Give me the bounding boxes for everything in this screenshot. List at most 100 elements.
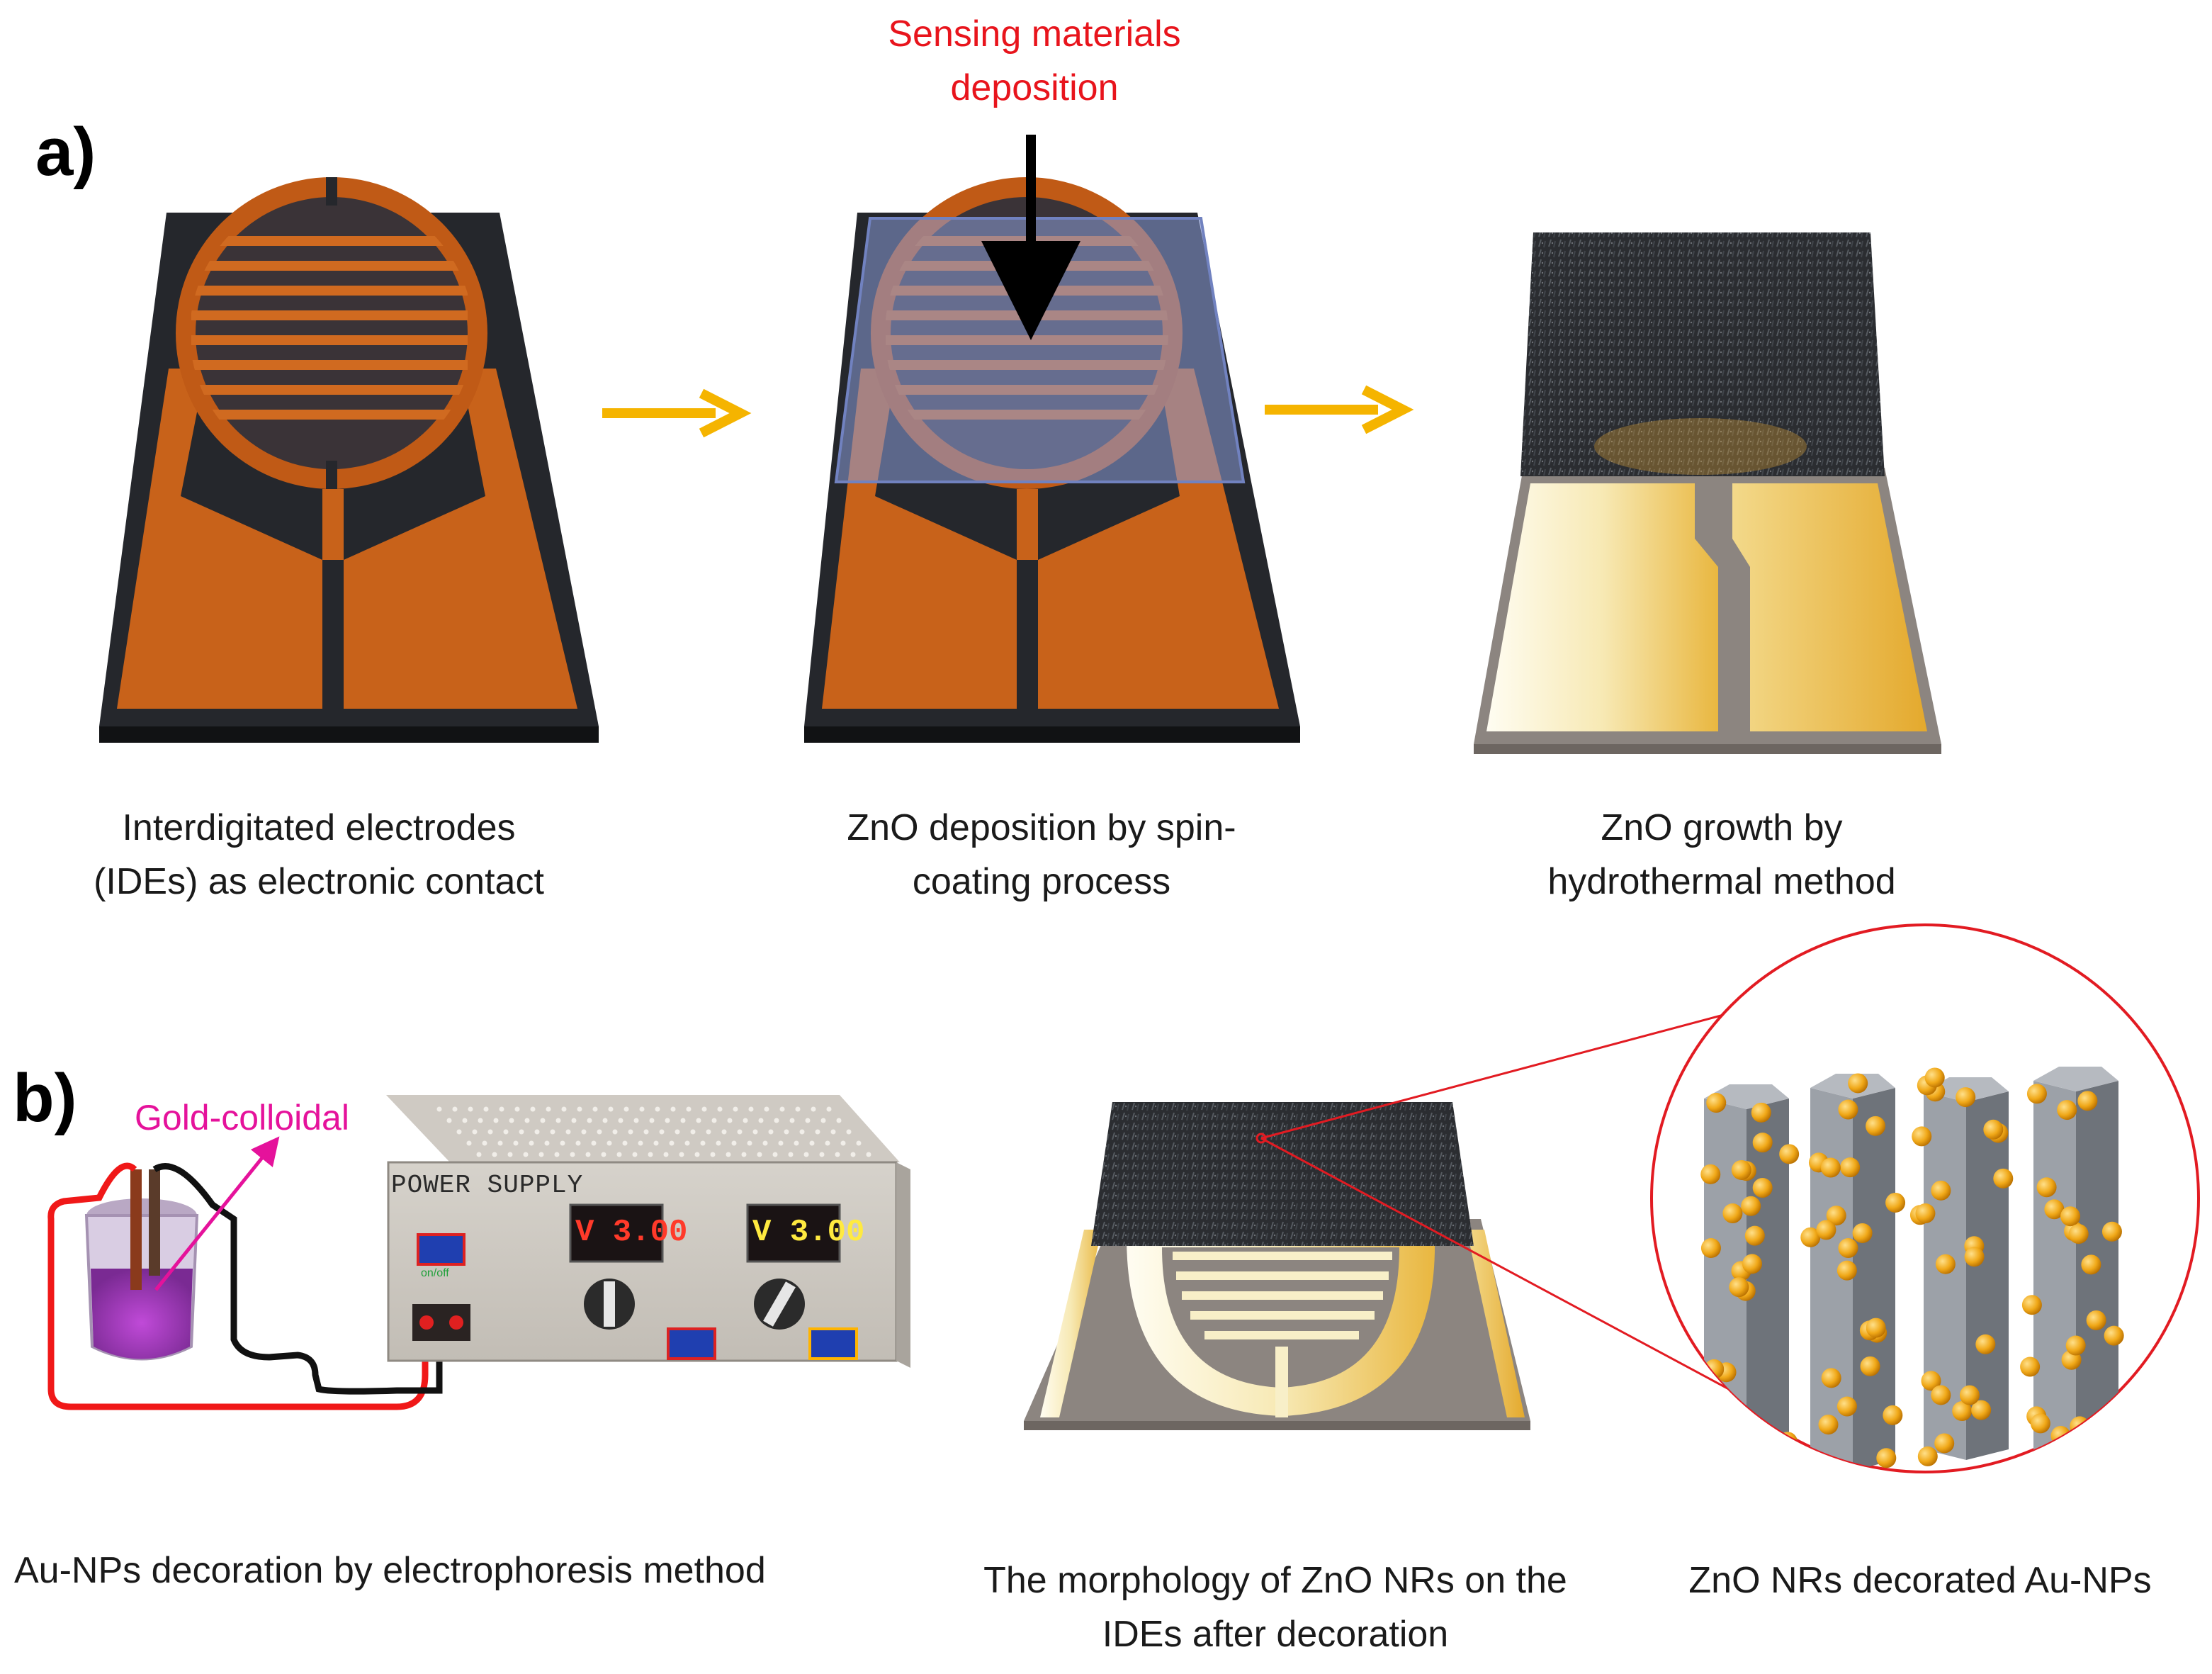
vent-hole (733, 1106, 738, 1112)
vent-hole (779, 1106, 785, 1112)
gold-nanoparticle (1964, 1247, 1985, 1267)
panel-b-label: b) (13, 1060, 77, 1136)
vent-hole (731, 1140, 737, 1146)
vent-hole (514, 1106, 520, 1112)
vent-hole (592, 1106, 598, 1112)
gold-nanoparticle (1931, 1180, 1951, 1201)
display-right-value: V 3.00 (752, 1215, 865, 1250)
vent-hole (523, 1152, 529, 1157)
vent-hole (560, 1140, 565, 1146)
vent-hole (643, 1129, 649, 1135)
vent-hole (710, 1152, 716, 1157)
vent-hole (856, 1140, 862, 1146)
ide-device (99, 177, 599, 743)
vent-hole (659, 1129, 665, 1135)
vent-hole (819, 1152, 825, 1157)
vent-hole (622, 1140, 628, 1146)
vent-hole (534, 1129, 540, 1135)
vent-hole (805, 1118, 811, 1123)
gold-nanoparticle (1700, 1237, 1721, 1258)
knob-right[interactable] (754, 1279, 805, 1330)
hydrothermal-device (1474, 232, 1941, 754)
gold-nanoparticle (1956, 1087, 1976, 1108)
gold-nanoparticle (2020, 1356, 2041, 1377)
vent-hole (483, 1106, 489, 1112)
gold-nanoparticle (1866, 1318, 1886, 1338)
gold-nanoparticle (1722, 1203, 1743, 1224)
zoom-indicator (1260, 1012, 1729, 1391)
gold-nanoparticle (2050, 1425, 2071, 1446)
knob-left[interactable] (584, 1279, 635, 1330)
caption-electrophoresis: Au-NPs decoration by electrophoresis met… (14, 1550, 766, 1591)
vent-hole (585, 1152, 591, 1157)
vent-hole (772, 1152, 778, 1157)
panel-a-label: a) (35, 114, 96, 190)
nanorod-array (1697, 1067, 2124, 1471)
gold-nanoparticle (2104, 1325, 2124, 1346)
switch-label: on/off (421, 1267, 449, 1279)
vent-hole (795, 1106, 801, 1112)
on-off-switch[interactable] (417, 1233, 465, 1266)
vent-hole (497, 1140, 503, 1146)
gold-nanoparticle (1848, 1073, 1868, 1094)
gold-nanoparticle (1885, 1192, 1906, 1213)
vent-hole (581, 1129, 587, 1135)
gold-nanoparticle (1840, 1157, 1861, 1178)
gold-nanoparticle (2062, 1440, 2082, 1461)
vent-hole (803, 1152, 809, 1157)
vent-hole (716, 1140, 721, 1146)
gold-nanoparticle (1921, 1371, 1941, 1391)
gold-nanoparticle (2036, 1177, 2057, 1198)
vent-hole (571, 1118, 577, 1123)
vent-hole (503, 1129, 509, 1135)
vent-hole (544, 1140, 550, 1146)
gold-nanoparticle (1931, 1385, 1951, 1405)
vent-hole (686, 1106, 692, 1112)
gold-nanoparticle (1915, 1203, 1936, 1224)
vent-hole (752, 1129, 758, 1135)
gold-nanoparticle (1838, 1238, 1858, 1259)
process-arrow-2 (1265, 385, 1414, 434)
vent-hole (830, 1129, 836, 1135)
vent-hole (784, 1129, 789, 1135)
vent-hole (747, 1140, 752, 1146)
gold-nanoparticle (2057, 1100, 2077, 1120)
gold-nanoparticle (2068, 1224, 2089, 1245)
gold-nanoparticle (1975, 1334, 1996, 1354)
gold-nanoparticle (1959, 1385, 1980, 1405)
vent-hole (472, 1129, 478, 1135)
vent-hole (663, 1152, 669, 1157)
gold-nanoparticle (1741, 1196, 1761, 1216)
vent-hole (727, 1118, 733, 1123)
vent-hole (638, 1140, 643, 1146)
power-supply-title: POWER SUPPLY (391, 1171, 584, 1200)
gold-nanoparticle (1934, 1433, 1955, 1454)
gold-nanoparticle (1912, 1126, 1932, 1147)
vent-hole (825, 1140, 830, 1146)
button-left[interactable] (667, 1327, 716, 1360)
gold-nanoparticle (1818, 1415, 1839, 1435)
vent-hole (482, 1140, 487, 1146)
gold-nanoparticle (1820, 1157, 1841, 1178)
vent-hole (721, 1129, 727, 1135)
vent-hole (524, 1118, 530, 1123)
nanorod-top (2033, 1067, 2118, 1091)
vent-hole (509, 1118, 514, 1123)
vent-hole (836, 1118, 842, 1123)
vent-hole (648, 1152, 653, 1157)
vent-hole (513, 1140, 519, 1146)
vent-hole (694, 1152, 700, 1157)
nanorod-side (1853, 1088, 1895, 1471)
vent-hole (499, 1106, 504, 1112)
vent-hole (530, 1106, 536, 1112)
button-right[interactable] (808, 1327, 858, 1360)
vent-hole (616, 1152, 622, 1157)
gold-nanoparticle (1821, 1368, 1841, 1388)
vent-holes (436, 1106, 871, 1157)
vent-hole (538, 1152, 544, 1157)
vent-hole (675, 1129, 680, 1135)
vent-hole (788, 1152, 794, 1157)
vent-hole (519, 1129, 524, 1135)
nanorod-face (2033, 1081, 2076, 1464)
